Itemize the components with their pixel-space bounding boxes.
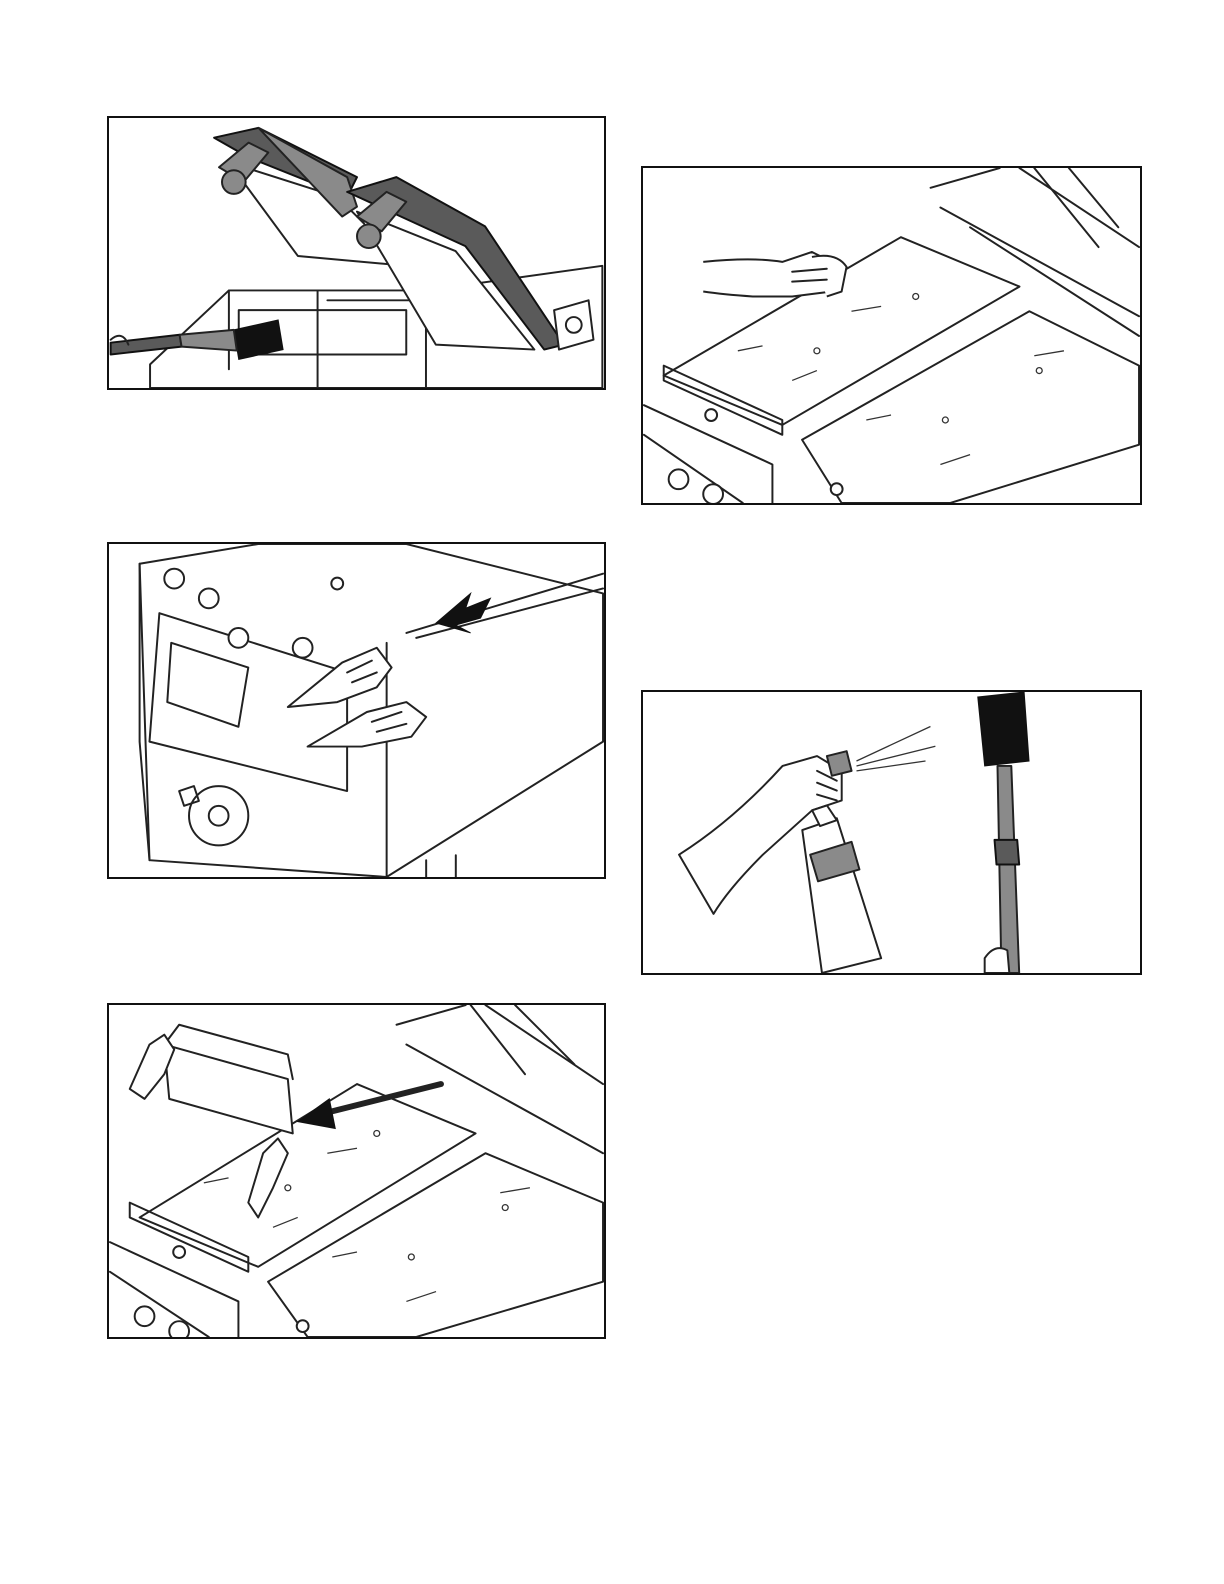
removing-splash-guard-illustration [109,1005,604,1337]
figure-wiping-plate [641,166,1142,505]
figure-hood-brush-cleaning [107,116,606,390]
fryer-hood-brush-cleaning-illustration [109,118,604,388]
figure-removing-front-panel [107,542,606,879]
wiping-grill-plate-illustration [643,168,1140,503]
figure-spray-and-brush [641,690,1142,975]
spray-bottle-and-brush-illustration [643,692,1140,973]
figure-removing-splash-guard [107,1003,606,1339]
hands-removing-front-panel-illustration [109,544,604,877]
